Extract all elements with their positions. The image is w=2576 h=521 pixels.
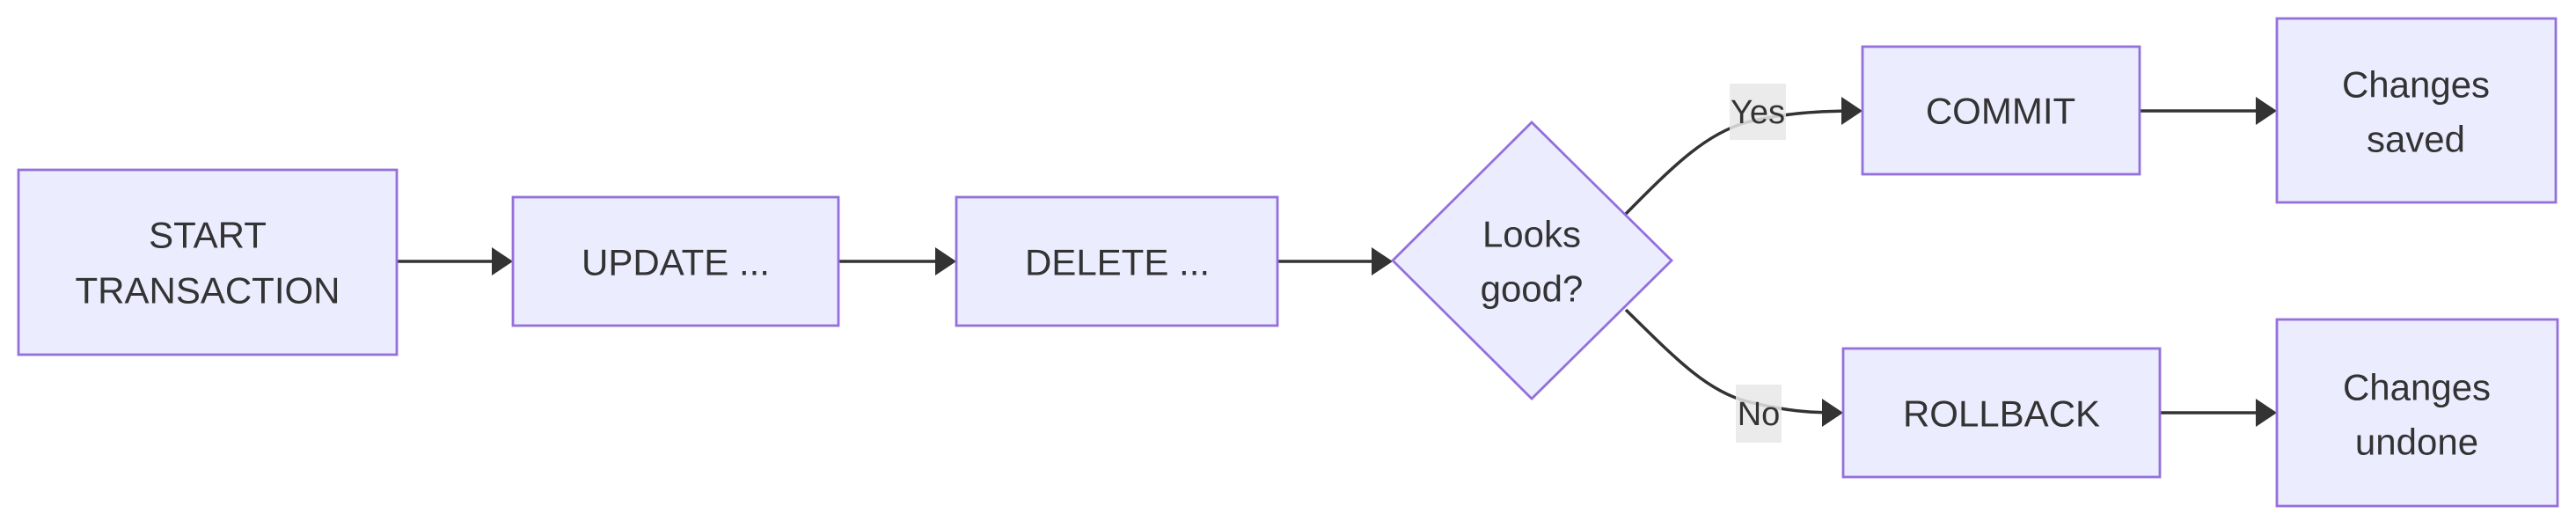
node-changes-saved-shape: [2275, 17, 2558, 204]
node-rollback: ROLLBACK: [1841, 347, 2162, 479]
edge-labels-layer: Yes No: [1730, 84, 1786, 443]
node-start-transaction-shape: [17, 168, 399, 356]
node-rollback-shape: [1841, 347, 2162, 479]
node-delete-label: DELETE ...: [1025, 242, 1210, 283]
node-changes-undone: Changes undone: [2275, 318, 2559, 508]
node-start-transaction: START TRANSACTION: [17, 168, 399, 356]
node-decision-label-line2: good?: [1481, 268, 1584, 310]
node-commit-label: COMMIT: [1926, 91, 2075, 132]
node-update-shape: [511, 195, 840, 327]
node-update: UPDATE ...: [511, 195, 840, 327]
edge-label-no-background: [1736, 385, 1782, 443]
node-update-label: UPDATE ...: [582, 242, 770, 283]
edge-decision-no-to-rollback: [1624, 308, 1843, 427]
node-changes-saved-label-line1: Changes: [2342, 64, 2490, 106]
node-start-transaction-label-line2: TRANSACTION: [75, 270, 340, 312]
node-changes-undone-label-line2: undone: [2355, 422, 2478, 463]
node-decision-label-line1: Looks: [1482, 214, 1581, 255]
node-changes-undone-shape: [2275, 318, 2559, 508]
node-decision-looks-good: Looks good?: [1391, 121, 1673, 400]
node-commit: COMMIT: [1861, 45, 2141, 176]
node-changes-saved-label-line2: saved: [2367, 119, 2465, 160]
edge-label-yes-background: [1730, 84, 1786, 140]
node-changes-saved: Changes saved: [2275, 17, 2558, 204]
node-changes-undone-label-line1: Changes: [2343, 367, 2491, 408]
node-delete: DELETE ...: [955, 195, 1279, 327]
node-delete-shape: [955, 195, 1279, 327]
node-commit-shape: [1861, 45, 2141, 176]
node-decision-shape: [1391, 121, 1673, 400]
edge-label-no: No: [1738, 396, 1781, 433]
nodes-layer: START TRANSACTION UPDATE ... DELETE ... …: [17, 17, 2559, 508]
node-start-transaction-label-line1: START: [149, 215, 267, 256]
edge-label-yes: Yes: [1731, 94, 1785, 131]
node-rollback-label: ROLLBACK: [1903, 393, 2100, 435]
